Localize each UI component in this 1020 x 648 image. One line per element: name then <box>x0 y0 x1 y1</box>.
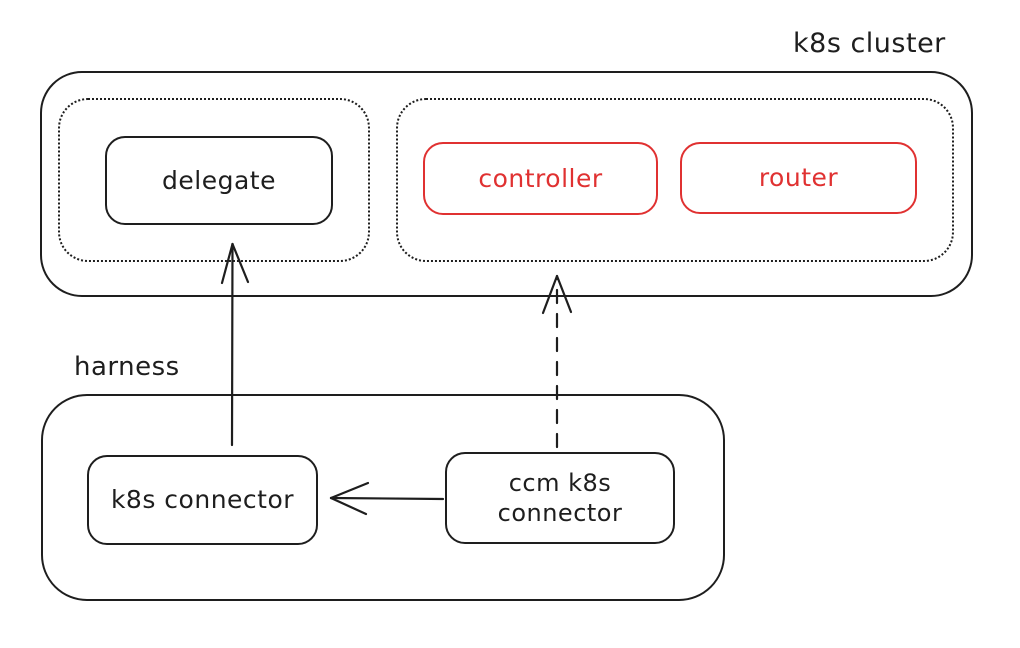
ccm-k8s-connector-node: ccm k8s connector <box>445 452 675 544</box>
controller-node-label: controller <box>478 163 603 193</box>
harness-box: k8s connector ccm k8s connector <box>41 394 725 601</box>
ccm-group-box: controller router <box>396 98 954 262</box>
k8s-cluster-box: delegate controller router <box>40 71 973 297</box>
k8s-connector-node-label: k8s connector <box>110 485 295 515</box>
router-node-label: router <box>758 163 839 193</box>
delegate-node: delegate <box>105 136 333 225</box>
harness-label: harness <box>74 352 180 382</box>
router-node: router <box>680 142 917 214</box>
delegate-group-box: delegate <box>58 98 370 262</box>
controller-node: controller <box>423 142 658 215</box>
ccm-k8s-connector-node-label: ccm k8s connector <box>497 469 623 527</box>
k8s-connector-node: k8s connector <box>87 455 318 545</box>
k8s-cluster-label: k8s cluster <box>793 28 946 59</box>
delegate-node-label: delegate <box>162 165 276 195</box>
